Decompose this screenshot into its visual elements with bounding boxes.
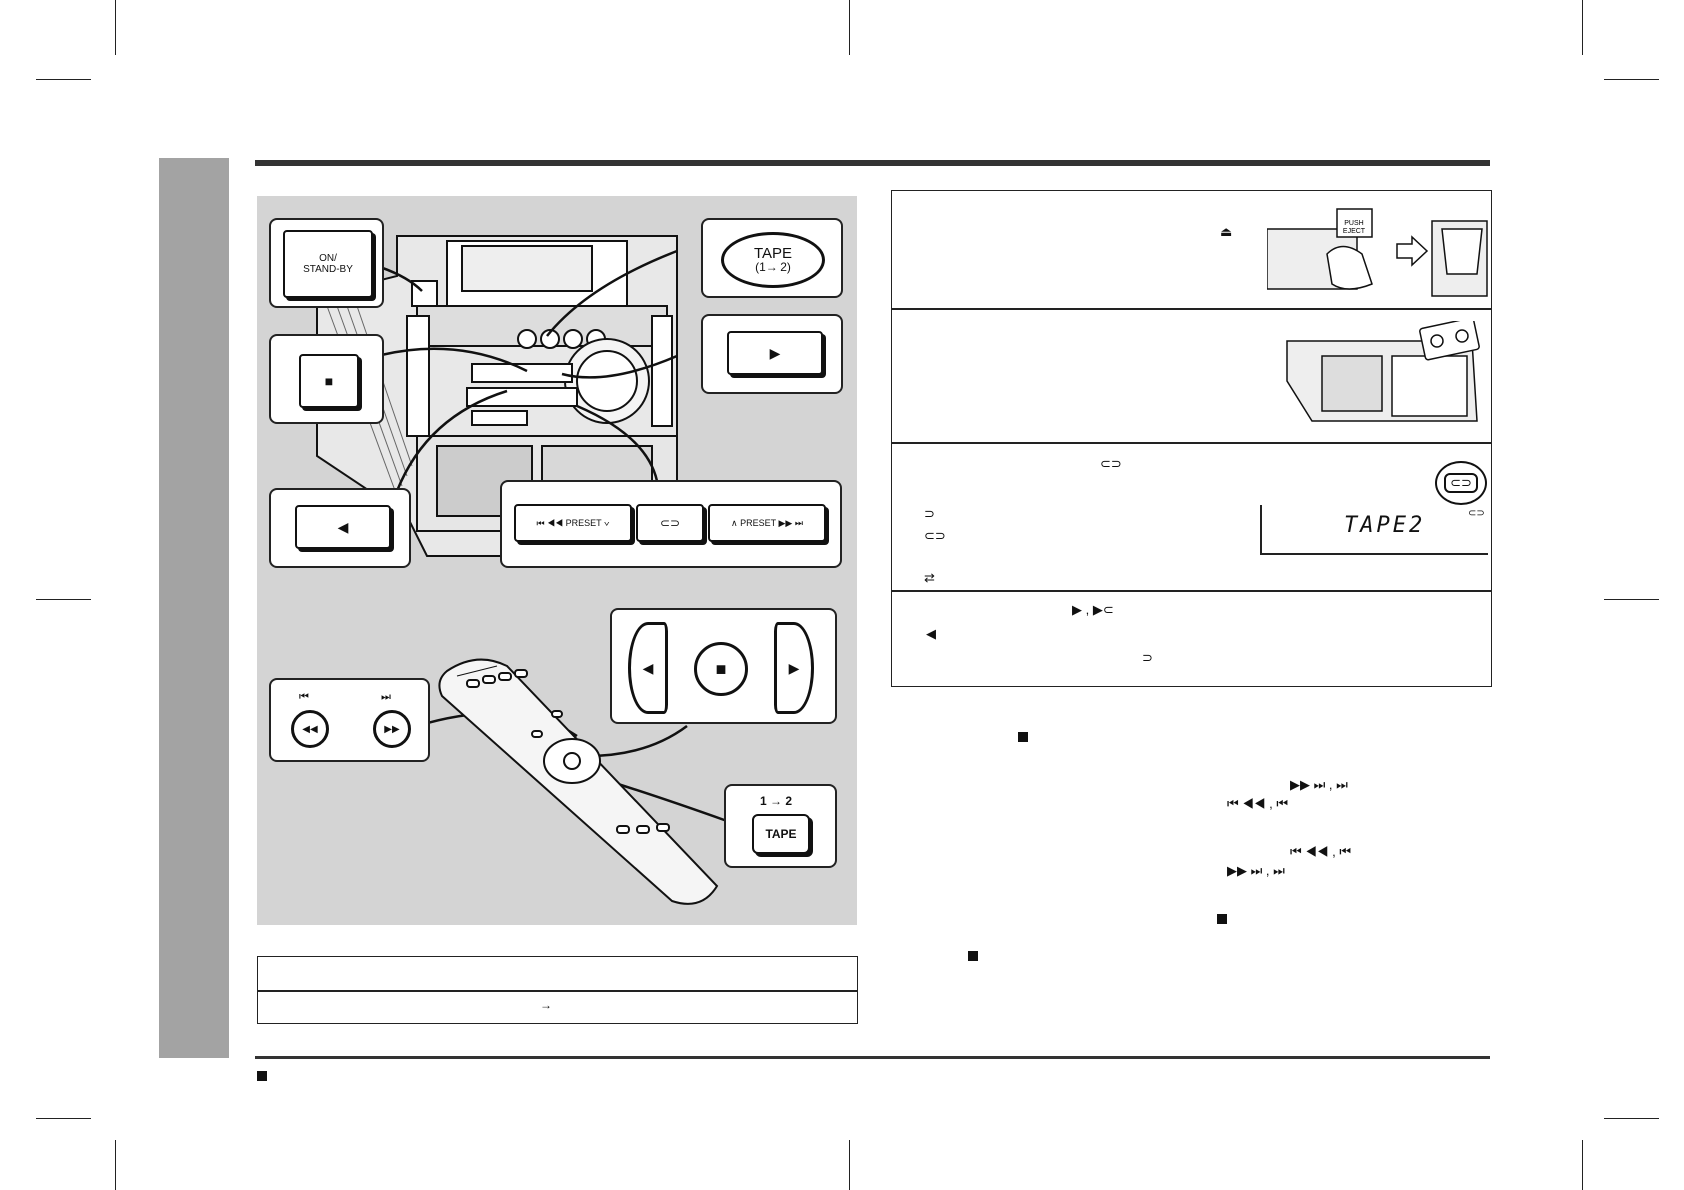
crop-mark — [115, 0, 116, 55]
tape-switch-label: 1 → 2 — [760, 794, 793, 808]
remote-tape-label: TAPE — [765, 827, 797, 841]
remote-tape-button[interactable]: TAPE — [752, 814, 810, 854]
crop-mark — [36, 79, 91, 80]
on-standby-callout: ON/ STAND-BY — [269, 218, 384, 308]
controls-illustration: ON/ STAND-BY TAPE (1→ 2) ■ ▶ ◀ ⏮ ◀◀ PRES… — [257, 196, 857, 925]
svg-text:EJECT: EJECT — [1343, 228, 1366, 235]
reverse-mode-icon: ⊂⊃ — [659, 516, 681, 530]
section-sidebar-tab — [159, 158, 229, 1058]
preset-down-label: ⏮ ◀◀ PRESET ∨ — [536, 517, 610, 528]
lcd-text: TAPE2 — [1344, 513, 1426, 538]
eject-illustration: PUSH EJECT — [1267, 208, 1488, 297]
push-eject-label: PUSH — [1344, 220, 1363, 227]
remote-stop-button[interactable]: ■ — [694, 642, 748, 696]
remote-transport-callout: ◀ ■ ▶ — [610, 608, 837, 724]
tape-switch-button[interactable]: TAPE (1→ 2) — [721, 232, 825, 288]
stop-icon: ■ — [715, 659, 727, 679]
preset-up-label: ∧ PRESET ▶▶ ⏭ — [731, 517, 803, 528]
table-arrow: → — [540, 998, 552, 1012]
stop-callout: ■ — [269, 334, 384, 424]
crop-mark — [1604, 1118, 1659, 1119]
reverse-mode-balloon-icon: ⊂⊃ — [1444, 473, 1478, 493]
reverse-mode-small-icon: ⊃ — [1142, 650, 1153, 665]
reverse-mode-balloon: ⊂⊃ — [1435, 461, 1487, 505]
tape-label: TAPE — [753, 245, 793, 262]
crop-mark — [1582, 0, 1583, 55]
skip-forward-icon: ⏭ — [381, 691, 391, 703]
crop-mark — [36, 599, 91, 600]
steps-panel: ⏏ PUSH EJECT ⊂⊃ ⊃ ⊂⊃ ⇄ ⊂⊃ ⊂⊃ ▶ , ▶⊂ ◀ ⊃ — [891, 190, 1492, 687]
preset-callout: ⏮ ◀◀ PRESET ∨ ⊂⊃ ∧ PRESET ▶▶ ⏭ — [500, 480, 842, 568]
step-divider — [892, 308, 1491, 310]
tape-sub-label: (1→ 2) — [755, 260, 791, 274]
play-callout: ▶ — [701, 314, 843, 394]
two-way-mode-icon: ⊂⊃ — [924, 528, 946, 543]
on-standby-button[interactable]: ON/ STAND-BY — [283, 230, 373, 298]
play-direction-icons: ▶ , ▶⊂ — [1072, 602, 1114, 617]
reverse-play-callout: ◀ — [269, 488, 411, 568]
crop-mark — [115, 1140, 116, 1190]
rew-skip-icons-1: ⏮ ◀◀ , ⏮ — [1227, 796, 1289, 811]
table-row-divider — [258, 990, 857, 992]
remote-reverse-play-button[interactable]: ◀ — [628, 622, 668, 714]
crop-mark — [849, 0, 850, 55]
eject-icon: ⏏ — [1220, 224, 1233, 239]
continuous-mode-icon: ⇄ — [924, 570, 935, 585]
cassette-insert-illustration — [1286, 321, 1480, 422]
header-rule — [255, 160, 1490, 166]
step-divider — [892, 442, 1491, 444]
step-divider — [892, 590, 1491, 592]
left-arrow-icon: ◀ — [642, 660, 654, 676]
on-standby-label: ON/ STAND-BY — [303, 253, 353, 275]
reverse-play-button[interactable]: ◀ — [295, 505, 391, 549]
info-table: → — [257, 956, 858, 1024]
reverse-mode-button[interactable]: ⊂⊃ — [636, 504, 704, 542]
remote-tape-callout: 1 → 2 TAPE — [724, 784, 837, 868]
footer-bullet — [257, 1071, 267, 1081]
preset-up-button[interactable]: ∧ PRESET ▶▶ ⏭ — [708, 504, 826, 542]
crop-mark — [36, 1118, 91, 1119]
remote-fast-forward-button[interactable]: ▶▶ — [373, 710, 411, 748]
crop-mark — [1582, 1140, 1583, 1190]
ff-skip-icons-2: ▶▶ ⏭ , ⏭ — [1227, 863, 1285, 878]
one-way-mode-icon: ⊃ — [924, 506, 935, 521]
footer-rule — [255, 1056, 1490, 1059]
reverse-play-icon: ◀ — [337, 519, 349, 535]
stop-symbol — [968, 951, 978, 961]
right-arrow-icon: ▶ — [788, 660, 800, 676]
skip-back-icon: ⏮ — [299, 691, 309, 703]
stop-symbol — [1018, 732, 1028, 742]
lcd-display: TAPE2 — [1260, 505, 1488, 555]
stop-button[interactable]: ■ — [299, 354, 359, 408]
unit-and-remote-drawing — [316, 235, 728, 905]
stop-symbol — [1217, 914, 1227, 924]
crop-mark — [1604, 599, 1659, 600]
remote-rewind-button[interactable]: ◀◀ — [291, 710, 329, 748]
remote-play-button[interactable]: ▶ — [774, 622, 814, 714]
reverse-mode-icon: ⊂⊃ — [1100, 456, 1122, 471]
reverse-direction-icon: ◀ — [926, 626, 936, 641]
display-mode-indicator-icon: ⊂⊃ — [1468, 508, 1485, 519]
crop-mark — [849, 1140, 850, 1190]
tape-callout: TAPE (1→ 2) — [701, 218, 843, 298]
rew-skip-icons-2: ⏮ ◀◀ , ⏮ — [1290, 844, 1352, 859]
fast-forward-icon: ▶▶ — [384, 723, 400, 735]
ff-skip-icons-1: ▶▶ ⏭ , ⏭ — [1290, 777, 1348, 792]
play-button[interactable]: ▶ — [727, 331, 823, 375]
remote-skip-callout: ⏮ ⏭ ◀◀ ▶▶ — [269, 678, 430, 762]
rewind-icon: ◀◀ — [302, 723, 318, 735]
play-icon: ▶ — [769, 345, 781, 361]
preset-down-button[interactable]: ⏮ ◀◀ PRESET ∨ — [514, 504, 632, 542]
stop-icon: ■ — [324, 373, 334, 389]
crop-mark — [1604, 79, 1659, 80]
